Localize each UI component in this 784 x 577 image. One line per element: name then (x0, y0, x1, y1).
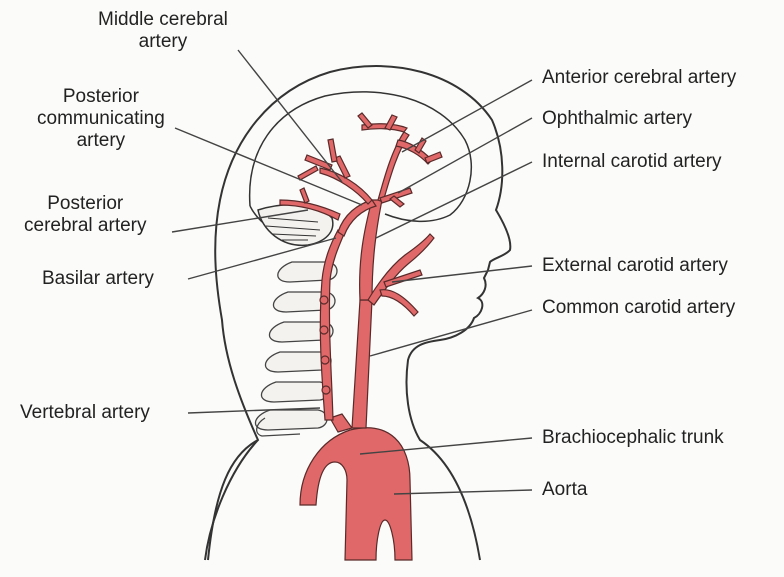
label-aorta: Aorta (542, 479, 587, 501)
label-anterior-cerebral-artery: Anterior cerebral artery (542, 67, 736, 89)
label-posterior-cerebral-artery: Posterior cerebral artery (24, 193, 147, 237)
leader-aorta (394, 490, 532, 494)
leader-common-carotid (370, 310, 532, 356)
label-brachiocephalic-trunk: Brachiocephalic trunk (542, 427, 724, 449)
label-ophthalmic-artery: Ophthalmic artery (542, 108, 692, 130)
label-external-carotid-artery: External carotid artery (542, 255, 728, 277)
label-posterior-communicating-artery: Posterior communicating artery (37, 86, 165, 152)
label-basilar-artery: Basilar artery (42, 268, 154, 290)
label-posterior-cerebral-line1: Posterior (24, 193, 147, 215)
label-posterior-communicating-line3: artery (37, 130, 165, 152)
label-common-carotid-artery: Common carotid artery (542, 297, 735, 319)
label-vertebral-artery: Vertebral artery (20, 402, 150, 424)
label-posterior-communicating-line2: communicating (37, 108, 165, 130)
leader-anterior-cerebral (402, 80, 532, 152)
label-posterior-communicating-line1: Posterior (37, 86, 165, 108)
leader-posterior-communicating (175, 128, 362, 205)
label-middle-cerebral-line2: artery (98, 31, 228, 53)
label-internal-carotid-artery: Internal carotid artery (542, 151, 722, 173)
label-middle-cerebral-artery: Middle cerebral artery (98, 9, 228, 53)
label-middle-cerebral-line1: Middle cerebral (98, 9, 228, 31)
label-posterior-cerebral-line2: cerebral artery (24, 215, 147, 237)
